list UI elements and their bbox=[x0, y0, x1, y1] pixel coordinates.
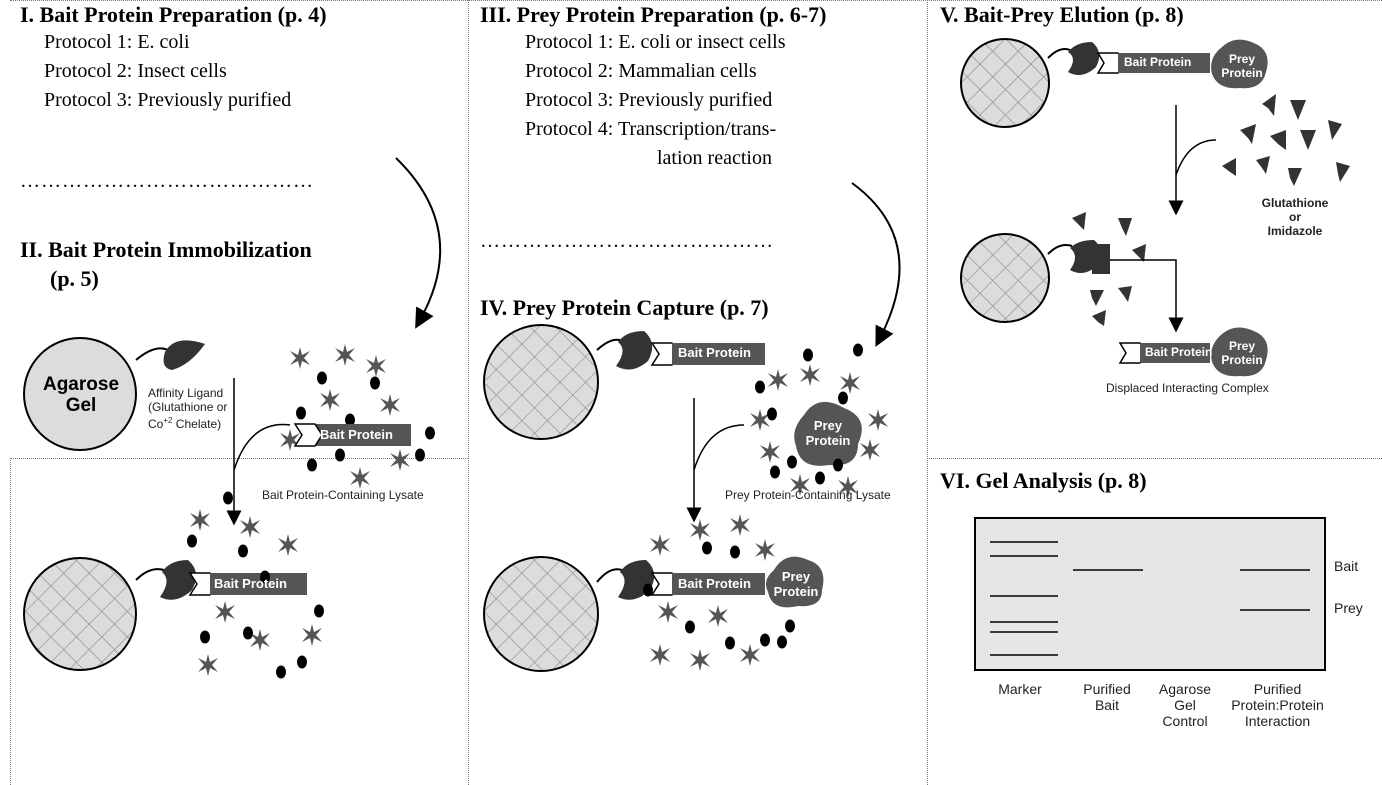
displaced-eluent bbox=[1072, 212, 1146, 326]
divider-2 bbox=[927, 0, 928, 785]
agarose-label-1: Agarose bbox=[42, 374, 120, 395]
affinity-ligand-1 bbox=[163, 340, 205, 370]
prey-label-4-b: Protein bbox=[1221, 353, 1263, 367]
divider-1 bbox=[468, 0, 469, 785]
lane-3-line2: Protein:Protein bbox=[1231, 697, 1324, 713]
agarose-bead-5 bbox=[960, 38, 1050, 128]
gel-diagram bbox=[974, 517, 1326, 671]
lane-1-line1: Purified bbox=[1083, 681, 1131, 697]
protocol-3-4-cont: lation reaction bbox=[657, 147, 772, 169]
lane-label-agarose-control: Agarose Gel Control bbox=[1150, 681, 1220, 729]
section-5-title: V. Bait-Prey Elution (p. 8) bbox=[940, 2, 1184, 27]
protocol-3-3: Protocol 3: Previously purified bbox=[525, 89, 773, 111]
divider-left bbox=[10, 458, 11, 785]
prey-protein-1 bbox=[794, 401, 862, 466]
lysate-label-1: Bait Protein-Containing Lysate bbox=[262, 488, 424, 502]
lane-label-purified-bait: Purified Bait bbox=[1072, 681, 1142, 713]
immobilization-diagram bbox=[23, 337, 435, 679]
prey-label-2-a: Prey bbox=[781, 569, 811, 584]
section-6-title: VI. Gel Analysis (p. 8) bbox=[940, 468, 1147, 493]
prey-label-4: Prey Protein bbox=[1214, 339, 1270, 367]
lane-label-interaction: Purified Protein:Protein Interaction bbox=[1220, 681, 1335, 729]
bait-label-4: Bait Protein bbox=[678, 576, 751, 591]
prey-label-3-a: Prey bbox=[1228, 52, 1256, 66]
protocol-1-1: Protocol 1: E. coli bbox=[44, 31, 190, 53]
protocol-3-1: Protocol 1: E. coli or insect cells bbox=[525, 31, 786, 53]
divider-right-mid bbox=[927, 458, 1382, 459]
prey-label-1-a: Prey bbox=[813, 418, 843, 433]
capture-diagram bbox=[483, 324, 888, 672]
ligand-label-1: Affinity Ligand bbox=[148, 386, 224, 400]
agarose-bead-6 bbox=[960, 233, 1050, 323]
lane-2-line1: Agarose bbox=[1158, 681, 1212, 697]
elution-diagram bbox=[960, 38, 1350, 377]
bait-label-1: Bait Protein bbox=[320, 427, 393, 442]
band-label-bait: Bait bbox=[1334, 558, 1359, 574]
section-2-title: II. Bait Protein Immobilization bbox=[20, 237, 312, 262]
lysate-label-2: Prey Protein-Containing Lysate bbox=[725, 488, 891, 502]
flow-arrow-2 bbox=[851, 182, 901, 347]
dotted-separator-2: …………………………………… bbox=[480, 230, 774, 252]
flow-arrow-1 bbox=[395, 157, 442, 329]
eluent-label: Glutathione or Imidazole bbox=[1250, 196, 1340, 238]
lane-3-line1: Purified bbox=[1253, 681, 1302, 697]
agarose-bead-2 bbox=[23, 557, 137, 671]
lane-0-line1: Marker bbox=[998, 681, 1042, 697]
prey-protein-2 bbox=[766, 556, 824, 608]
bait-label-2: Bait Protein bbox=[214, 576, 287, 591]
lane-2-line2: Gel bbox=[1174, 697, 1196, 713]
lysate-cloud-1 bbox=[280, 344, 435, 489]
prey-label-4-a: Prey bbox=[1228, 339, 1256, 353]
agarose-label: Agarose Gel bbox=[26, 374, 136, 416]
gel-box bbox=[974, 517, 1326, 671]
lane-label-marker: Marker bbox=[985, 681, 1055, 697]
agarose-bead-1 bbox=[23, 337, 137, 451]
agarose-bead-4 bbox=[483, 556, 599, 672]
section-2-page: (p. 5) bbox=[50, 266, 99, 291]
section-1-title: I. Bait Protein Preparation (p. 4) bbox=[20, 2, 327, 27]
prey-label-2: Prey Protein bbox=[768, 569, 824, 599]
bait-label-6: Bait Protein bbox=[1145, 345, 1213, 359]
agarose-bead-3 bbox=[483, 324, 599, 440]
lane-3-line3: Interaction bbox=[1244, 713, 1311, 729]
eluent-label-3: Imidazole bbox=[1267, 224, 1323, 238]
bait-label-5: Bait Protein bbox=[1124, 55, 1192, 69]
bait-label-3: Bait Protein bbox=[678, 345, 751, 360]
marker-bands bbox=[990, 541, 1058, 656]
eluent-label-2: or bbox=[1289, 210, 1301, 224]
lane-1-line2: Bait bbox=[1094, 697, 1120, 713]
prey-label-3: Prey Protein bbox=[1214, 52, 1270, 80]
lane-2-line3: Control bbox=[1162, 713, 1208, 729]
prey-label-3-b: Protein bbox=[1221, 66, 1263, 80]
ligand-label-3: Co+2 Chelate) bbox=[148, 416, 222, 431]
agarose-label-2: Gel bbox=[65, 395, 97, 416]
section-4-title: IV. Prey Protein Capture (p. 7) bbox=[480, 295, 769, 320]
section-3-title: III. Prey Protein Preparation (p. 6-7) bbox=[480, 2, 827, 27]
prey-label-1-b: Protein bbox=[805, 433, 851, 448]
eluent-molecules bbox=[1222, 94, 1350, 186]
eluent-label-1: Glutathione bbox=[1261, 196, 1329, 210]
protocol-3-2: Protocol 2: Mammalian cells bbox=[525, 60, 757, 82]
ligand-label-2: (Glutathione or bbox=[148, 400, 228, 414]
protocol-3-4: Protocol 4: Transcription/trans- bbox=[525, 118, 777, 140]
divider-top bbox=[10, 0, 1382, 1]
protocol-1-3: Protocol 3: Previously purified bbox=[44, 89, 292, 111]
band-label-prey: Prey bbox=[1334, 600, 1363, 616]
complex-label: Displaced Interacting Complex bbox=[1106, 381, 1269, 395]
ligand-label: Affinity Ligand (Glutathione or Co+2 Che… bbox=[148, 386, 227, 431]
prey-label-1: Prey Protein bbox=[800, 418, 856, 448]
protocol-1-2: Protocol 2: Insect cells bbox=[44, 60, 227, 82]
dotted-separator-1: …………………………………… bbox=[20, 170, 314, 192]
prey-label-2-b: Protein bbox=[773, 584, 819, 599]
